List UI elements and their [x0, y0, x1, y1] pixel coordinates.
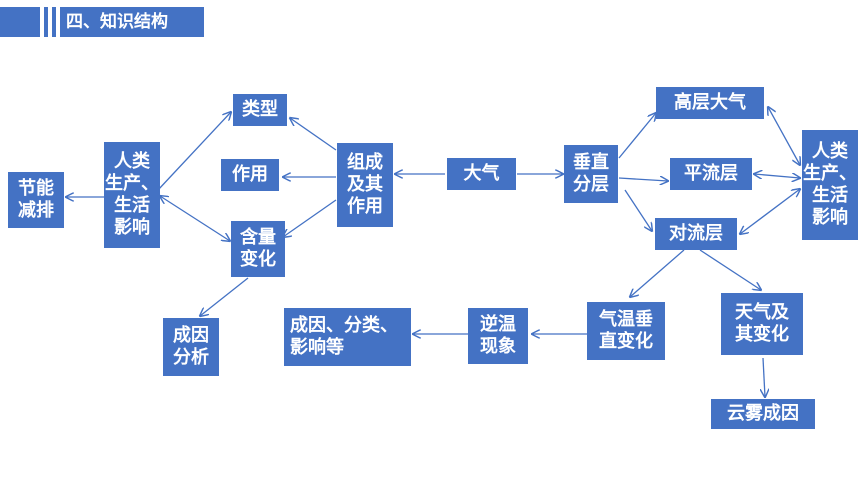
header-accent-stripe-2	[52, 7, 56, 37]
page-title: 四、知识结构	[60, 7, 204, 37]
arrow-chuizhi-to-duiliu	[624, 189, 652, 231]
arrow-tianqi-to-yunwu	[763, 357, 765, 397]
node-daqi: 大气	[447, 158, 516, 190]
node-leixing: 类型	[233, 94, 287, 126]
header-accent-block	[0, 7, 40, 37]
node-gaoceng-daqi: 高层大气	[656, 87, 764, 119]
arrow-zucheng-to-leixing	[290, 118, 337, 151]
node-hanliang-bianhua: 含量 变化	[231, 221, 285, 277]
node-yunwu-chengyin: 云雾成因	[711, 399, 815, 429]
node-chengyin-fenxi: 成因 分析	[163, 318, 219, 376]
arrow-pingliu-renlei	[754, 174, 800, 178]
arrow-zucheng-to-hanliang	[283, 199, 337, 237]
arrow-gaoceng-renlei	[768, 107, 800, 165]
node-niwen-xianxiang: 逆温 现象	[468, 308, 528, 364]
node-chuizhi-fenceng: 垂直 分层	[564, 145, 618, 203]
arrow-chuizhi-to-gaoceng	[618, 113, 656, 159]
arrow-hanliang-to-chengyin	[200, 277, 249, 316]
node-zuoyong: 作用	[221, 159, 279, 191]
arrow-duiliu-to-tianqi	[699, 249, 761, 290]
arrow-chuizhi-to-pingliu	[618, 178, 668, 181]
node-pingliuceng: 平流层	[670, 158, 752, 190]
node-tianqi-bianhua: 天气及 其变化	[721, 293, 803, 355]
node-renlei-influence-right: 人类 生产、 生活 影响	[802, 130, 858, 240]
node-chengyin-fenlei-yingxiang: 成因、分类、 影响等	[284, 308, 411, 366]
arrow-renlei-to-leixing	[157, 112, 231, 191]
header-accent-stripe-1	[44, 7, 48, 37]
arrow-duiliu-to-qiwen	[630, 249, 685, 297]
node-renlei-influence-left: 人类 生产、 生活 影响	[104, 142, 160, 248]
node-zucheng-zuoyong: 组成 及其 作用	[337, 143, 393, 227]
node-qiwen-chuizhi-bianhua: 气温垂 直变化	[587, 302, 665, 360]
arrow-renlei-hanliang	[160, 196, 230, 241]
arrow-duiliu-renlei	[740, 189, 800, 234]
node-jieneng-jianpai: 节能 减排	[8, 172, 64, 228]
node-duiliuceng: 对流层	[655, 218, 737, 250]
